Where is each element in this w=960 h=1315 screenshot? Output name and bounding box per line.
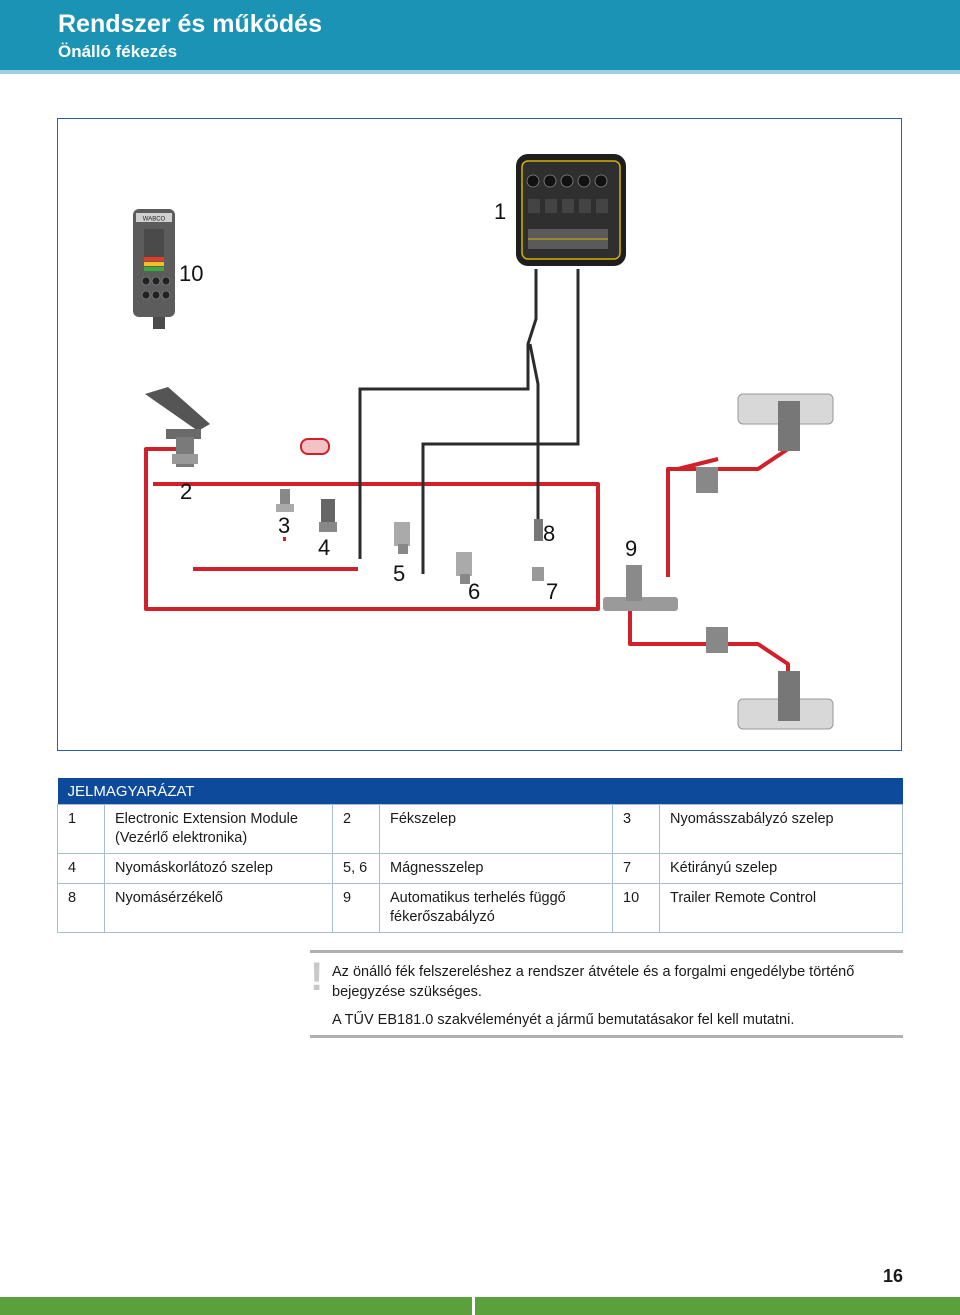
solenoid-valve-5	[394, 522, 410, 554]
legend-number: 3	[612, 804, 660, 854]
legend-title: JELMAGYARÁZAT	[57, 778, 903, 805]
system-diagram: WABCO	[57, 118, 902, 751]
pressure-sensor	[534, 519, 543, 541]
cables	[358, 269, 580, 574]
page-number: 16	[882, 1266, 903, 1286]
eem-module	[516, 154, 626, 266]
legend-text: Electronic Extension Module (Vezérlő ele…	[104, 804, 333, 854]
page-title: Rendszer és működés	[58, 10, 322, 38]
legend-text: Kétirányú szelep	[659, 853, 903, 884]
legend-text: Nyomáskorlátozó szelep	[104, 853, 333, 884]
label-3: 3	[278, 513, 290, 538]
legend-row: 4 Nyomáskorlátozó szelep 5, 6 Mágnesszel…	[57, 853, 903, 884]
relay-valve-top	[696, 467, 718, 493]
page-subtitle: Önálló fékezés	[58, 42, 178, 61]
brake-chamber-top	[737, 393, 834, 451]
diagram-svg: WABCO	[133, 154, 834, 730]
legend-number: 8	[57, 883, 105, 933]
page-header: Rendszer és működés Önálló fékezés	[0, 0, 960, 74]
legend-number: 4	[57, 853, 105, 884]
load-sensing-valve	[603, 565, 678, 611]
trailer-remote-control: WABCO	[133, 209, 175, 329]
label-9: 9	[625, 536, 637, 561]
footer-divider	[472, 1297, 475, 1315]
legend-text: Nyomásszabályzó szelep	[659, 804, 903, 854]
pressure-regulator-valve	[276, 489, 294, 512]
two-way-valve	[532, 567, 544, 581]
label-4: 4	[318, 535, 330, 560]
solenoid-valve-6	[456, 552, 472, 584]
label-1: 1	[494, 199, 506, 224]
legend-text: Automatikus terhelés függő fékerőszabály…	[379, 883, 613, 933]
wabco-logo-text: WABCO	[143, 217, 166, 223]
hose-connector	[300, 438, 330, 455]
legend-number: 5, 6	[332, 853, 380, 884]
label-8: 8	[543, 521, 555, 546]
legend-text: Nyomásérzékelő	[104, 883, 333, 933]
label-7: 7	[546, 579, 558, 604]
note-paragraph-1: Az önálló fék felszereléshez a rendszer …	[332, 964, 855, 1000]
legend-number: 10	[612, 883, 660, 933]
footer-bar	[0, 1297, 960, 1315]
legend-table: JELMAGYARÁZAT 1 Electronic Extension Mod…	[57, 778, 903, 933]
note-box: ! Az önálló fék felszereléshez a rendsze…	[310, 950, 903, 1038]
relay-valve-bottom	[706, 627, 728, 653]
brake-valve	[145, 387, 210, 467]
label-2: 2	[180, 479, 192, 504]
legend-row: 1 Electronic Extension Module (Vezérlő e…	[57, 804, 903, 854]
legend-text: Fékszelep	[379, 804, 613, 854]
brake-chamber-bottom	[737, 671, 834, 730]
label-5: 5	[393, 561, 405, 586]
legend-text: Trailer Remote Control	[659, 883, 903, 933]
legend-number: 7	[612, 853, 660, 884]
note-paragraph-2: A TŰV EB181.0 szakvéleményét a jármű bem…	[332, 1012, 795, 1028]
legend-number: 2	[332, 804, 380, 854]
legend-text: Mágnesszelep	[379, 853, 613, 884]
label-6: 6	[468, 579, 480, 604]
pressure-limiting-valve	[319, 499, 337, 532]
legend-number: 9	[332, 883, 380, 933]
legend-number: 1	[57, 804, 105, 854]
legend-row: 8 Nyomásérzékelő 9 Automatikus terhelés …	[57, 883, 903, 933]
label-10: 10	[179, 261, 203, 286]
warning-icon: !	[310, 955, 324, 999]
